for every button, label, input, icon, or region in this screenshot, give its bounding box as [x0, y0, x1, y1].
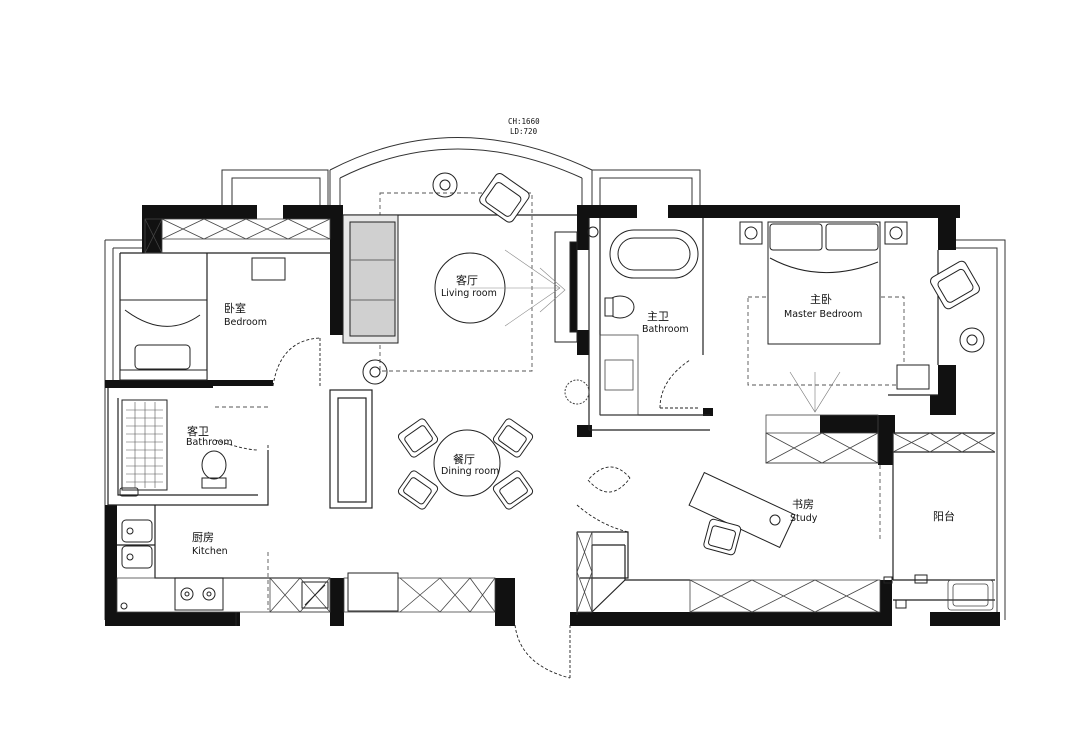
dining-label-cn: 餐厅: [453, 452, 475, 466]
study-label-cn: 书房: [792, 498, 814, 511]
guest-bath-label-en: Bathroom: [186, 437, 233, 448]
master-bed-label-en: Master Bedroom: [784, 309, 862, 320]
annotations: CH:1660 LD:720: [508, 117, 540, 136]
ceiling-height-note: CH:1660: [508, 117, 540, 126]
balcony-label-cn: 阳台: [933, 509, 955, 523]
kitchen-furniture: [120, 519, 399, 612]
kitchen-label-en: Kitchen: [192, 546, 228, 557]
master-bath-label-en: Bathroom: [642, 324, 689, 335]
dining-label-en: Dining room: [441, 466, 499, 477]
living-label-cn: 客厅: [456, 273, 478, 287]
master-bath-label-cn: 主卫: [647, 310, 669, 323]
living-room-furniture: [342, 172, 578, 385]
living-label-en: Living room: [441, 288, 497, 299]
guest-bath-label-cn: 客卫: [187, 424, 209, 438]
master-bed-label-cn: 主卧: [810, 293, 832, 306]
dining-furniture: [397, 379, 590, 510]
study-furniture: [688, 471, 928, 609]
bay-window-frames: [104, 137, 1006, 620]
walls: [105, 205, 1000, 626]
bed: [119, 299, 208, 381]
bedroom-furniture: [119, 257, 286, 381]
kitchen-label-cn: 厨房: [192, 531, 214, 544]
study-label-en: Study: [790, 513, 818, 524]
guest-toilet: [201, 450, 227, 480]
door-swings: [214, 337, 700, 679]
level-note: LD:720: [510, 127, 538, 136]
study-desk: [688, 471, 796, 549]
master-bath-furniture: [587, 226, 699, 319]
room-labels: 客厅 Living room 卧室 Bedroom 客卫 Bathroom 厨房…: [186, 273, 955, 557]
dining-table: [433, 429, 501, 497]
bedroom-label-en: Bedroom: [224, 317, 267, 328]
bedroom-label-cn: 卧室: [224, 301, 246, 315]
radiator: [121, 399, 168, 491]
bathtub: [609, 229, 699, 279]
master-bedroom-furniture: [739, 221, 985, 413]
guest-bath-furniture: [119, 399, 227, 497]
cooktop: [174, 577, 224, 611]
cabinets: [116, 218, 996, 613]
